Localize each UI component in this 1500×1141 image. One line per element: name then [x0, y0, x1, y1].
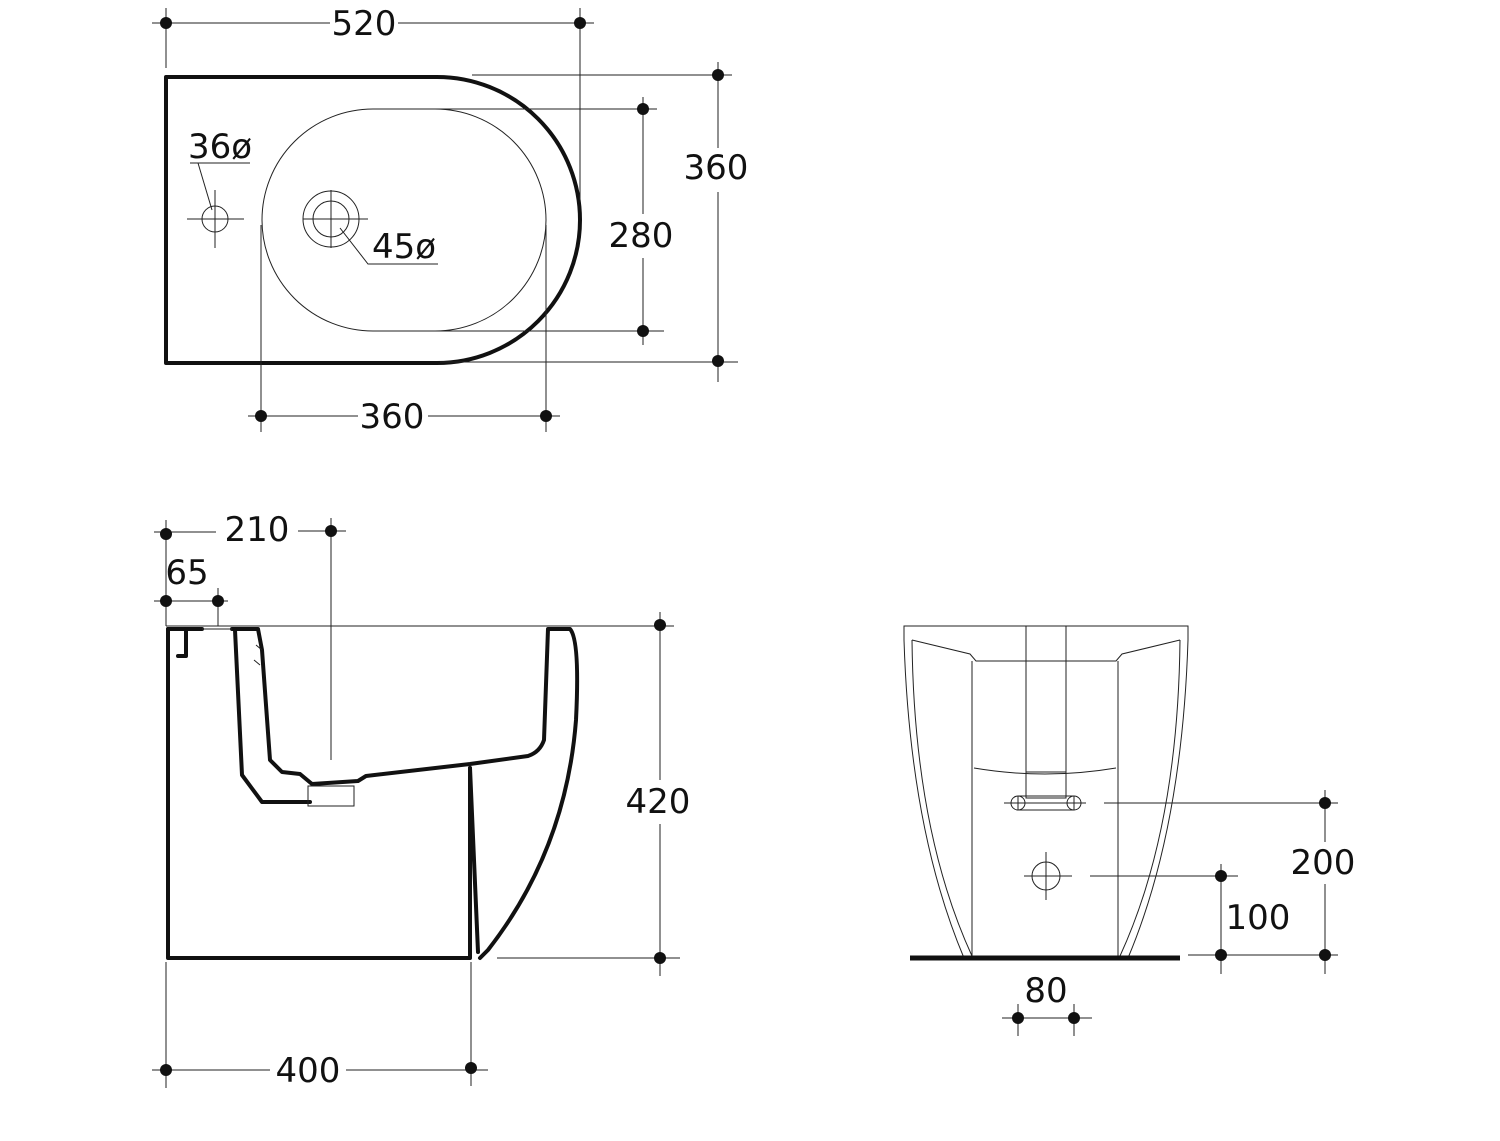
dim-depth: 400: [276, 1051, 341, 1091]
dim-fixing-spacing: 80: [1024, 971, 1067, 1011]
dim-overall-depth: 360: [684, 148, 749, 188]
side-view-front-block: [166, 627, 472, 960]
dim-height: 420: [626, 782, 691, 822]
top-view: 520 360 280 360 36ø 45ø: [152, 4, 748, 437]
dim-bowl-depth: 280: [609, 216, 674, 256]
outlet-pipe: [1025, 771, 1067, 799]
dim-inlet-height: 200: [1291, 843, 1356, 883]
dim-drain-hole: 45ø: [372, 227, 436, 267]
dim-tap-hole: 36ø: [188, 127, 252, 167]
bowl-outline: [261, 108, 547, 332]
top-view-outline: [164, 75, 582, 365]
dim-overall-width: 520: [332, 4, 397, 44]
rear-view-outline: [903, 625, 1189, 959]
dim-tap-offset: 65: [165, 553, 208, 593]
bowl-profile: [230, 627, 580, 960]
rear-view: 200 100 80: [903, 625, 1356, 1036]
dim-bowl-width: 360: [360, 397, 425, 437]
dim-outlet-height: 100: [1226, 898, 1291, 938]
dim-drain-offset: 210: [225, 510, 290, 550]
side-view: 210 65 420 400: [152, 510, 690, 1091]
